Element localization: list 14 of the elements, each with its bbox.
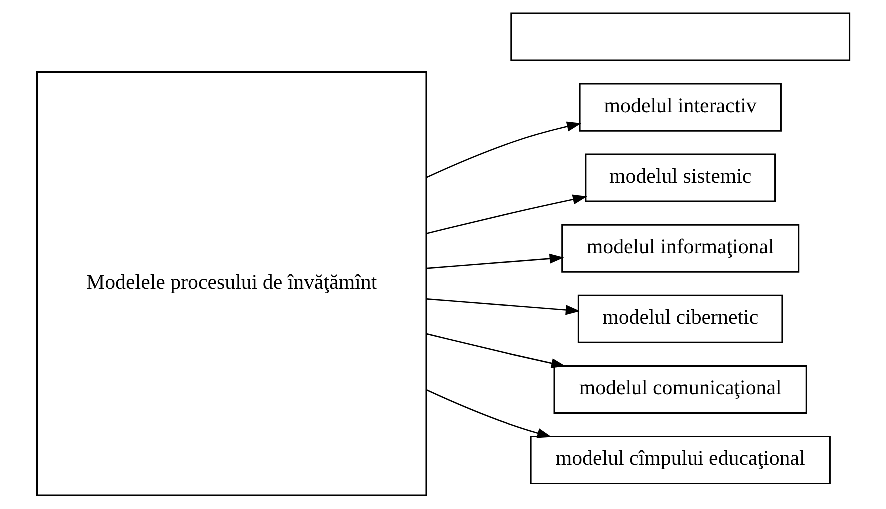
node-box: Modelele procesului de învăţămînt [36, 71, 427, 496]
arrow [426, 122, 581, 178]
node-box: modelul comunicaţional [553, 365, 807, 414]
arrow [426, 194, 587, 234]
arrow [426, 298, 580, 316]
node-box: modelul informaţional [561, 224, 800, 273]
node-box: modelul sistemic [584, 154, 776, 202]
arrow [426, 333, 566, 368]
node-box: modelul cibernetic [577, 294, 783, 344]
node-box: modelul cîmpului educaţional [530, 436, 830, 485]
arrow [426, 390, 552, 438]
node-box [510, 12, 850, 62]
node-box: modelul interactiv [578, 83, 782, 132]
arrow [426, 254, 564, 270]
